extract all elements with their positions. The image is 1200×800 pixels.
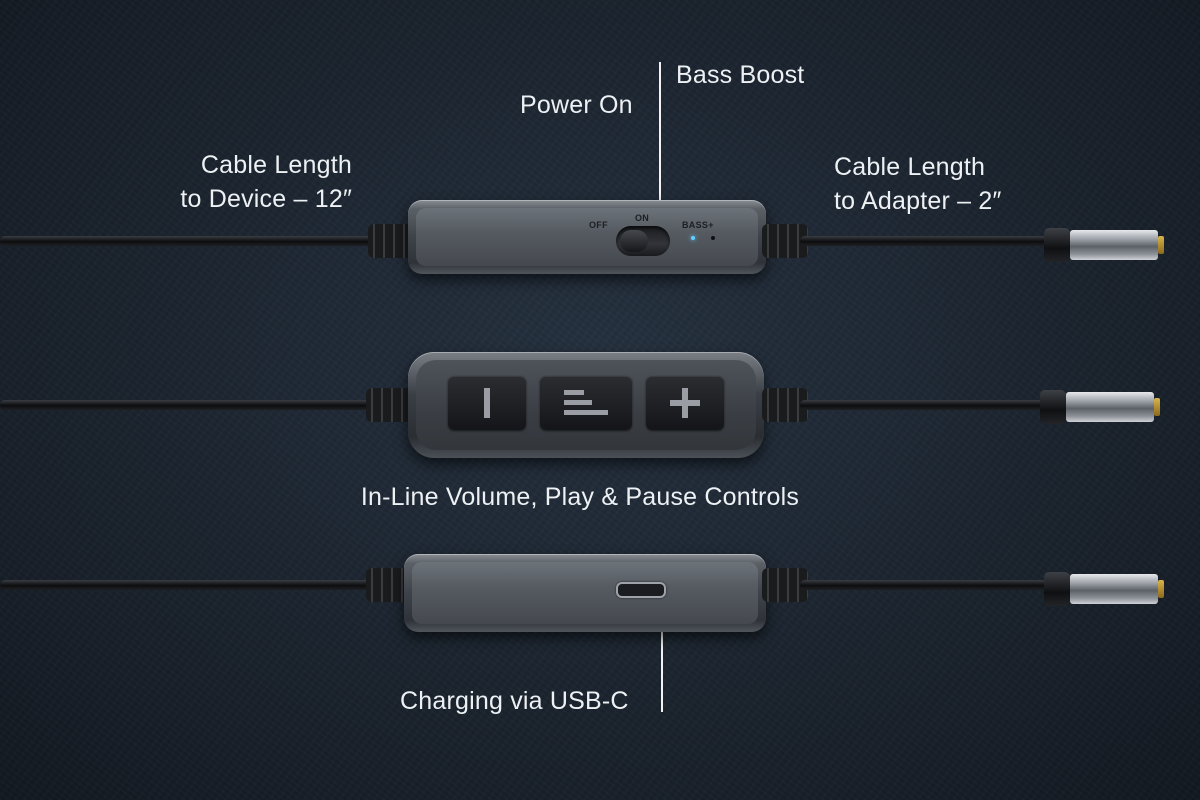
bass-boost-module: OFF ON BASS+	[408, 200, 766, 274]
module-face	[416, 208, 758, 266]
cable-adapter-caption: Cable Length to Adapter – 2″	[834, 153, 1002, 215]
minus-icon	[484, 388, 490, 418]
on-label: ON	[635, 213, 650, 223]
audio-jack	[1044, 572, 1164, 606]
bass-boost-caption: Bass Boost	[676, 61, 805, 89]
adapter-cable	[800, 236, 1050, 246]
controls-caption: In-Line Volume, Play & Pause Controls	[360, 483, 800, 511]
device-cable	[0, 580, 380, 590]
cable-device-caption: Cable Length to Device – 12″	[180, 151, 352, 213]
status-led	[691, 236, 695, 240]
device-cable	[0, 236, 380, 246]
inline-control-module	[408, 352, 764, 458]
audio-jack	[1040, 390, 1160, 424]
device-cable	[0, 400, 380, 410]
adapter-cable	[800, 400, 1044, 410]
power-pointer-line	[659, 62, 661, 222]
usb-c-port-icon[interactable]	[616, 582, 666, 598]
play-pause-button[interactable]	[540, 376, 632, 430]
power-on-caption: Power On	[520, 91, 633, 119]
strain-relief-left	[368, 224, 414, 258]
audio-jack	[1044, 228, 1164, 262]
volume-up-button[interactable]	[646, 376, 724, 430]
off-label: OFF	[589, 220, 608, 230]
power-switch[interactable]	[616, 226, 670, 256]
usb-pointer-line	[661, 602, 663, 712]
bass-led	[711, 236, 715, 240]
bass-label: BASS+	[682, 220, 714, 230]
switch-knob	[620, 230, 648, 252]
strain-relief-left	[366, 388, 412, 422]
adapter-cable	[800, 580, 1050, 590]
module-face	[412, 562, 758, 624]
charging-caption: Charging via USB-C	[400, 687, 629, 715]
usb-charging-module	[404, 554, 766, 632]
volume-down-button[interactable]	[448, 376, 526, 430]
